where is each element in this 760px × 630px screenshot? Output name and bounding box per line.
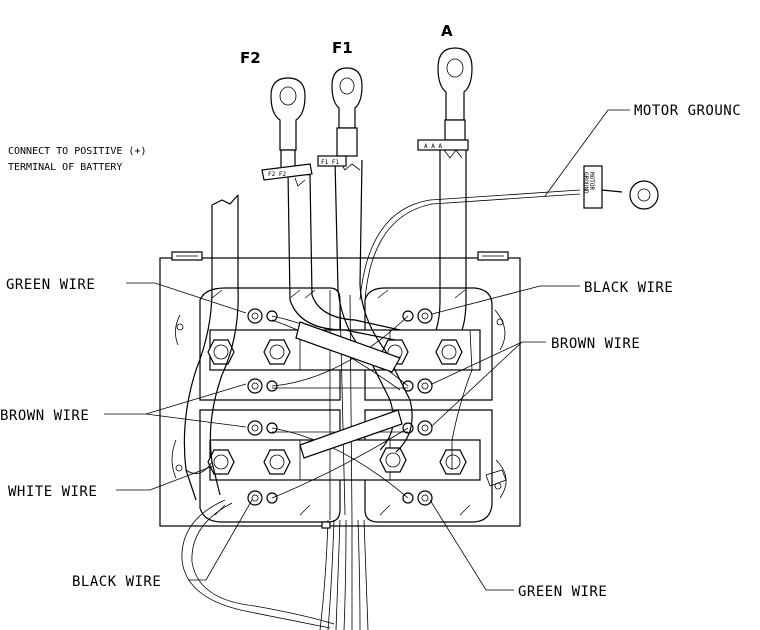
solenoid-housing-top-right bbox=[364, 287, 493, 401]
battery-positive-cable bbox=[183, 194, 239, 501]
brown-wire-left-label: BROWN WIRE bbox=[0, 408, 89, 424]
black-wire-right-label: BLACK WIRE bbox=[584, 280, 673, 296]
left-side-bracket bbox=[171, 314, 184, 479]
callout-leaders bbox=[104, 109, 630, 591]
large-stud-bottom-4 bbox=[439, 449, 467, 475]
motor-ground-tag-line1: MOTOR bbox=[588, 172, 595, 190]
large-terminal-studs bbox=[207, 339, 467, 475]
green-wire-left-label: GREEN WIRE bbox=[6, 277, 95, 293]
large-stud-top-4 bbox=[435, 339, 463, 365]
large-stud-bottom-3 bbox=[379, 447, 407, 473]
f2-ring-terminal[interactable] bbox=[270, 77, 306, 151]
f1-ring-terminal[interactable] bbox=[331, 67, 363, 129]
motor-ground-label: MOTOR GROUNC bbox=[634, 103, 741, 119]
motor-ground-tag: MOTOR GROUND bbox=[582, 165, 603, 209]
f2-cable[interactable]: F2 F2 bbox=[261, 77, 401, 341]
wire-harness-bundle bbox=[181, 499, 369, 630]
brown-wire-right-label: BROWN WIRE bbox=[551, 336, 640, 352]
large-stud-bottom-2 bbox=[263, 449, 291, 475]
large-stud-bottom-1 bbox=[207, 449, 235, 475]
green-wire-bottom-label: GREEN WIRE bbox=[518, 584, 607, 600]
motor-ground-tag-line2: GROUND bbox=[582, 172, 589, 194]
f1-cable-tag: F1 F1 bbox=[317, 155, 347, 167]
connect-note-line1: CONNECT TO POSITIVE (+) bbox=[8, 146, 146, 157]
a-tag-text: A A A bbox=[424, 143, 442, 150]
a-cable-tag: A A A bbox=[417, 139, 469, 151]
f2-cable-tag: F2 F2 bbox=[261, 163, 313, 181]
white-wire-label: WHITE WIRE bbox=[8, 484, 97, 500]
connect-note-line2: TERMINAL OF BATTERY bbox=[8, 162, 122, 173]
a-ring-terminal[interactable] bbox=[437, 47, 473, 121]
large-stud-top-2 bbox=[263, 339, 291, 365]
terminal-f1-label: F1 bbox=[332, 39, 353, 57]
solenoid-housing-bottom-right bbox=[364, 409, 493, 523]
motor-ground-wire[interactable]: MOTOR GROUND bbox=[359, 165, 659, 301]
terminal-f2-label: F2 bbox=[240, 49, 261, 67]
motor-ground-ring-terminal[interactable] bbox=[629, 180, 659, 210]
large-stud-top-1 bbox=[207, 339, 235, 365]
f2-tag-text: F2 F2 bbox=[268, 171, 286, 178]
terminal-a-label: A bbox=[441, 22, 453, 40]
right-side-bracket bbox=[485, 309, 507, 499]
a-cable[interactable]: A A A bbox=[417, 47, 473, 470]
bus-bars bbox=[209, 329, 481, 481]
crossover-straps bbox=[295, 321, 403, 459]
black-wire-bottom-label: BLACK WIRE bbox=[72, 574, 161, 590]
f1-tag-text: F1 F1 bbox=[321, 159, 339, 166]
